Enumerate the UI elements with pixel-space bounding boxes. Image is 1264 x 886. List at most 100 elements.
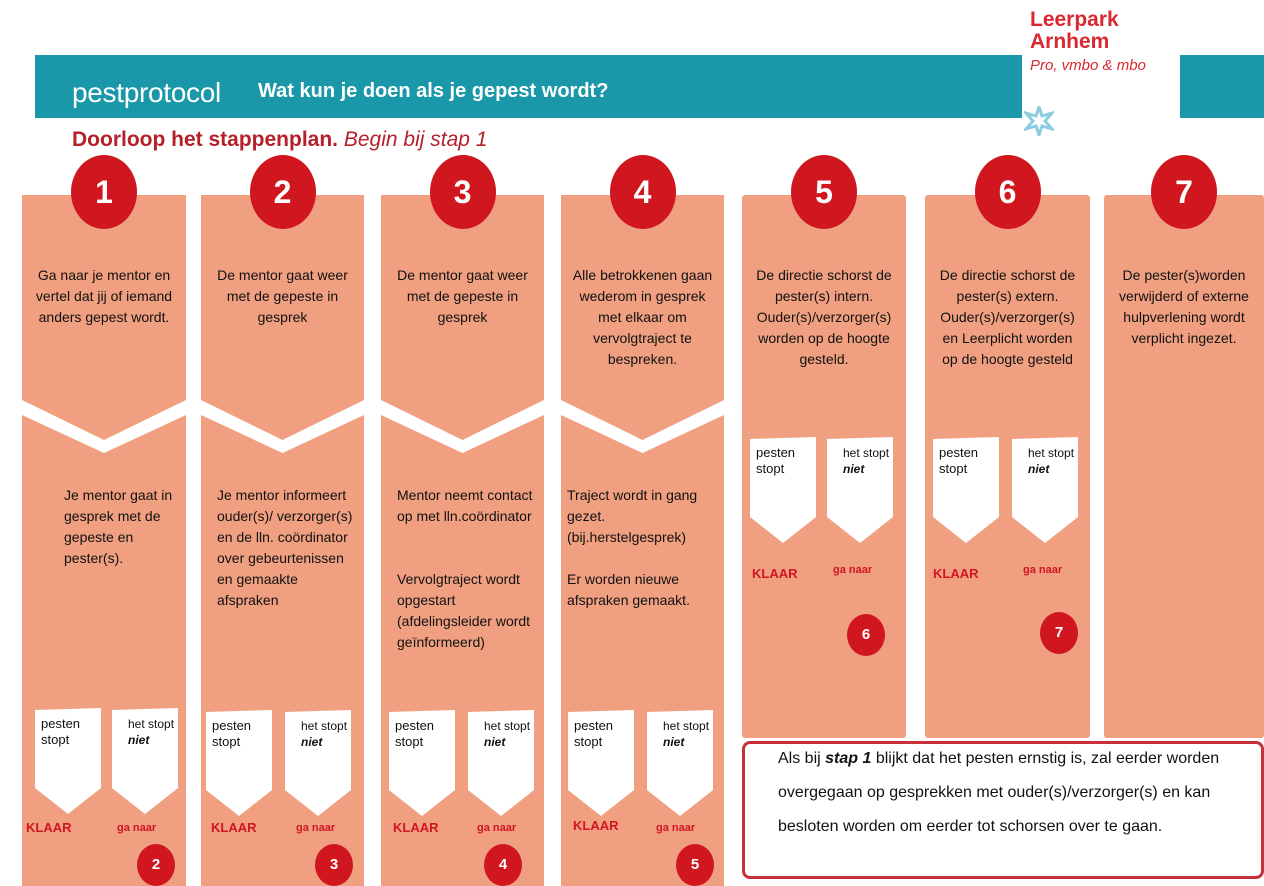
ga-naar-label: ga naar	[833, 564, 873, 576]
next-step-badge: 3	[315, 844, 353, 886]
step-panel-body	[742, 195, 906, 738]
step-bottom-text: Je mentor informeert ouder(s)/ verzorger…	[217, 487, 353, 608]
option-label: het stopt niet	[301, 718, 349, 750]
option-label: pesten stopt	[212, 718, 252, 749]
option-label-text: het stopt	[301, 719, 348, 733]
option-label-niet: niet	[128, 733, 150, 747]
step-number-badge: 2	[249, 155, 316, 229]
option-het-stopt-niet: het stopt niet	[647, 710, 717, 823]
option-label: pesten stopt	[395, 718, 435, 749]
step-top-text: De directie schorst de pester(s) intern.…	[756, 267, 892, 367]
arrow-down-fill	[568, 710, 634, 816]
option-label-niet: niet	[663, 735, 685, 749]
klaar-label: KLAAR	[752, 566, 798, 581]
option-label: pesten stopt	[939, 445, 979, 476]
arrow-down-fill	[647, 710, 713, 816]
option-label-text: het stopt	[663, 719, 710, 733]
arrow-down-shape	[568, 710, 634, 816]
option-het-stopt-niet: het stopt niet	[285, 710, 355, 823]
klaar-label: KLAAR	[573, 818, 619, 833]
step-top-text: De pester(s)worden verwijderd of externe…	[1119, 267, 1249, 346]
note-box	[742, 741, 1264, 879]
logo: Leerpark Arnhem Pro, vmbo & mbo	[1022, 0, 1180, 120]
step-number-badge: 7	[1151, 155, 1217, 229]
step-number-badge: 3	[429, 155, 496, 229]
option-pesten-stopt: pesten stopt	[389, 710, 459, 823]
step-panel	[1104, 195, 1264, 738]
arrow-down-shape	[647, 710, 713, 816]
option-het-stopt-niet: het stopt niet	[112, 708, 182, 821]
arrow-down-shape	[389, 710, 455, 816]
logo-line-2: Arnhem	[1030, 30, 1110, 53]
step-top-text: De mentor gaat weer met de gepeste in ge…	[397, 267, 528, 325]
arrow-down-fill	[468, 710, 534, 816]
step-number-badge: 1	[71, 155, 137, 229]
option-label-niet: niet	[843, 462, 865, 476]
step-number-badge: 4	[609, 155, 676, 229]
step-panel-top	[561, 195, 724, 440]
option-pesten-stopt: pesten stopt	[750, 437, 820, 550]
arrow-down-shape	[827, 437, 893, 543]
step-bottom-text: Je mentor gaat in gesprek met de gepeste…	[64, 487, 173, 566]
option-label: het stopt niet	[843, 445, 891, 477]
option-label: het stopt niet	[484, 718, 532, 750]
arrow-down-fill	[389, 710, 455, 816]
option-label: pesten stopt	[574, 718, 614, 749]
logo-line-1: Leerpark	[1030, 8, 1119, 31]
logo-tagline: Pro, vmbo & mbo	[1030, 57, 1146, 74]
klaar-label: KLAAR	[393, 820, 439, 835]
step-panel	[925, 195, 1090, 738]
page-title: pestprotocol	[72, 77, 221, 108]
arrow-down-fill	[285, 710, 351, 816]
next-step-badge: 2	[137, 844, 175, 886]
arrow-down-fill	[827, 437, 893, 543]
step-number-badge: 5	[791, 155, 857, 229]
arrow-down-shape	[112, 708, 178, 814]
arrow-down-fill	[750, 437, 816, 543]
step-bottom-text-2: Er worden nieuwe afspraken gemaakt.	[567, 571, 690, 608]
arrow-down-shape	[206, 710, 272, 816]
option-label: het stopt niet	[1028, 445, 1076, 477]
step-bottom-text: Mentor neemt contact op met lln.coördina…	[397, 487, 533, 524]
arrow-down-shape	[933, 437, 999, 543]
step-top-text: De mentor gaat weer met de gepeste in ge…	[217, 267, 348, 325]
star-icon	[1024, 106, 1054, 136]
option-label-niet: niet	[1028, 462, 1050, 476]
option-label: pesten stopt	[756, 445, 796, 476]
step-panel	[742, 195, 906, 738]
arrow-down-fill	[1012, 437, 1078, 543]
option-label-text: het stopt	[843, 446, 890, 460]
option-het-stopt-niet: het stopt niet	[827, 437, 897, 550]
option-pesten-stopt: pesten stopt	[206, 710, 276, 823]
arrow-down-fill	[933, 437, 999, 543]
klaar-label: KLAAR	[26, 820, 72, 835]
option-pesten-stopt: pesten stopt	[35, 708, 105, 821]
klaar-label: KLAAR	[933, 566, 979, 581]
arrow-down-fill	[112, 708, 178, 814]
step-top-text: Alle betrokkenen gaan wederom in gesprek…	[572, 267, 713, 367]
next-step-badge: 6	[847, 614, 885, 656]
step-top-text: Ga naar je mentor en vertel dat jij of i…	[35, 267, 173, 325]
next-step-badge: 5	[676, 844, 714, 886]
arrow-down-shape	[35, 708, 101, 814]
arrow-down-fill	[35, 708, 101, 814]
ga-naar-label: ga naar	[117, 822, 157, 834]
step-panel-top	[201, 195, 364, 440]
arrow-down-shape	[468, 710, 534, 816]
note-bold: stap 1	[825, 750, 872, 767]
next-step-badge: 7	[1040, 612, 1078, 654]
option-label-niet: niet	[484, 735, 506, 749]
option-het-stopt-niet: het stopt niet	[468, 710, 538, 823]
note-pre: Als bij	[778, 750, 826, 767]
option-label-niet: niet	[301, 735, 323, 749]
intro-line: Doorloop het stappenplan. Begin bij stap…	[72, 128, 487, 152]
step-number-badge: 6	[974, 155, 1041, 229]
ga-naar-label: ga naar	[1023, 564, 1063, 576]
next-step-badge: 4	[484, 844, 522, 886]
intro-bold: Doorloop het stappenplan.	[72, 128, 338, 151]
option-label-text: het stopt	[128, 717, 175, 731]
klaar-label: KLAAR	[211, 820, 257, 835]
step-panel-body	[925, 195, 1090, 738]
step-panel-body	[1104, 195, 1264, 738]
step-top-text: De directie schorst de pester(s) extern.…	[939, 267, 1076, 367]
